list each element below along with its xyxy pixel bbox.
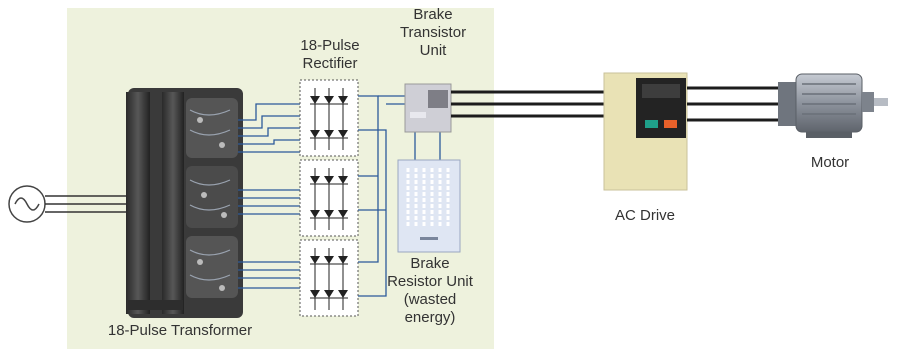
brake-transistor-label: Brake Transistor Unit (399, 6, 467, 59)
dc-bus-wiring (358, 95, 441, 297)
motor-label: Motor (810, 154, 850, 171)
transformer-label: 18-Pulse Transformer (107, 322, 253, 339)
rectifier-label: 18-Pulse Rectifier (300, 37, 360, 72)
ac-drive-label: AC Drive (614, 207, 675, 224)
ac-source-icon (8, 185, 46, 223)
brake-resistor-icon (397, 159, 461, 253)
drive-feed-cables (451, 90, 604, 118)
motor-cables (687, 86, 783, 122)
brake-transistor-icon (404, 83, 452, 133)
diode-bridge-icon (299, 79, 359, 317)
ac-drive-icon (603, 72, 688, 191)
brake-resistor-label: Brake Resistor Unit (wasted energy) (387, 255, 473, 326)
source-lines (45, 195, 130, 213)
transformer-wiring (238, 103, 300, 289)
transformer-icon (126, 88, 243, 318)
motor-icon (778, 73, 888, 138)
